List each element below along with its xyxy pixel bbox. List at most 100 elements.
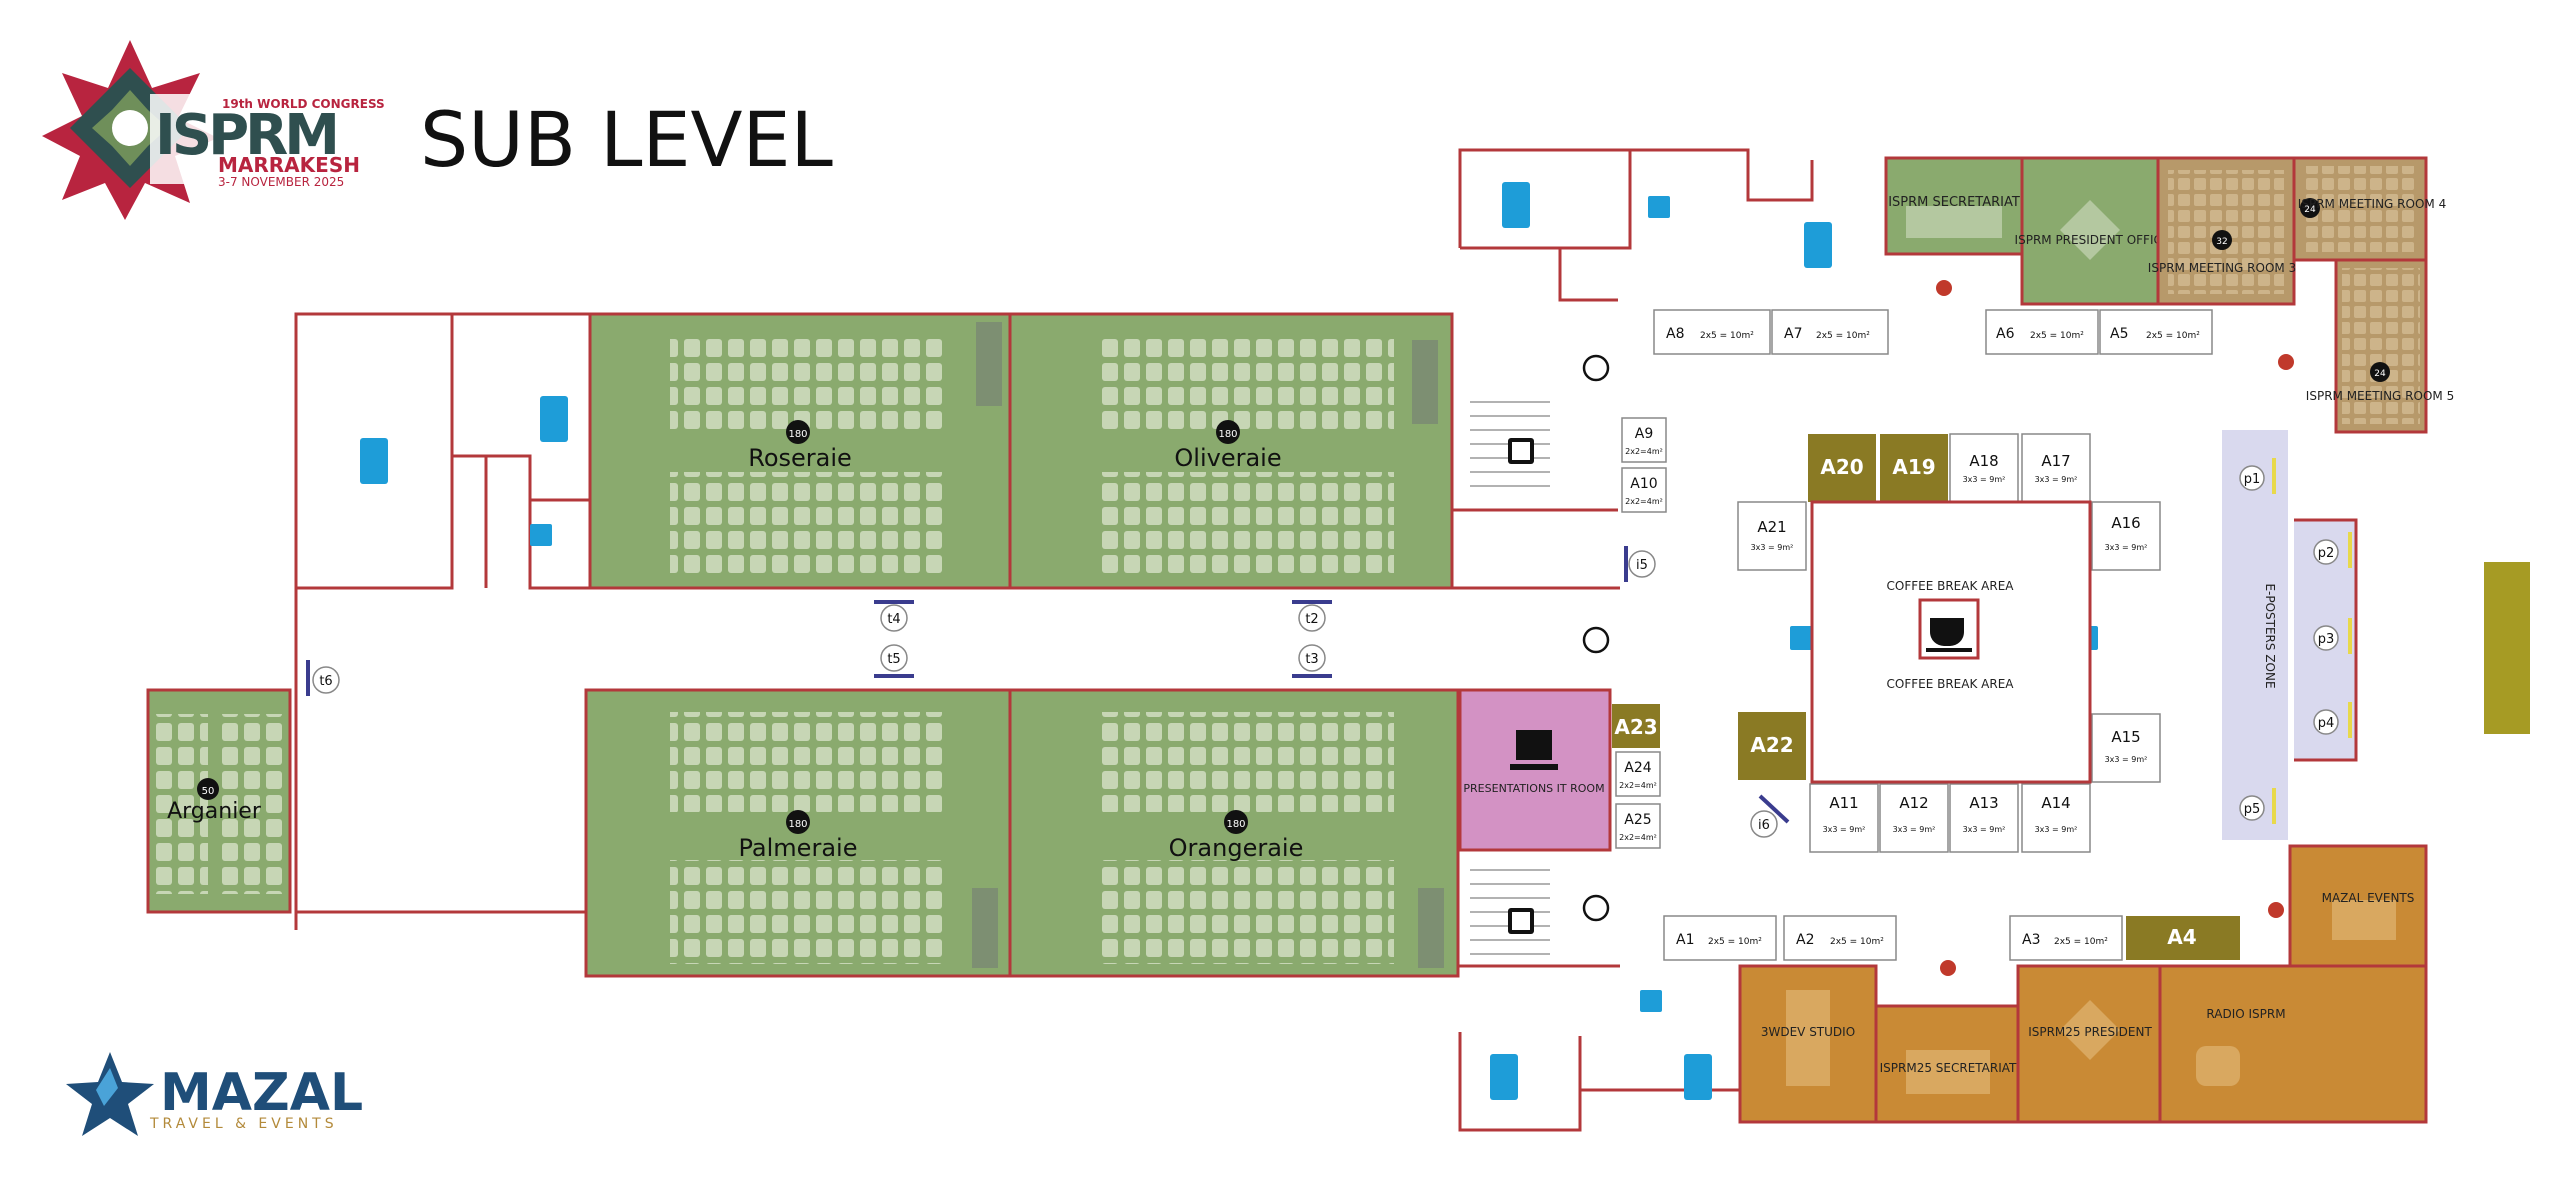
booth-a16-size: 3x3 = 9m² — [2105, 543, 2148, 552]
booth-small-boxes — [1615, 417, 1667, 849]
booth-a3-size: 2x5 = 10m² — [2054, 937, 2108, 947]
marker-p1: p1 — [2244, 472, 2261, 487]
booth-a7-id: A7 — [1784, 326, 1802, 342]
booth-a21-id: A21 — [1757, 518, 1786, 536]
booth-a14-id: A14 — [2041, 794, 2070, 812]
side-swatch — [2484, 562, 2530, 734]
booth-a1-size: 2x5 = 10m² — [1708, 937, 1762, 947]
arganier-label: Arganier — [167, 799, 262, 824]
oliveraie-capacity: 180 — [1218, 429, 1237, 440]
booth-a20-id: A20 — [1820, 455, 1863, 479]
booth-a10-size: 2x2=4m² — [1625, 497, 1663, 506]
3wdev-studio — [1738, 964, 1878, 1124]
logo-dates: 3-7 NOVEMBER 2025 — [218, 175, 344, 189]
booth-a9-size: 2x2=4m² — [1625, 447, 1663, 456]
orangeraie-capacity: 180 — [1226, 819, 1245, 830]
marker-p4: p4 — [2318, 716, 2335, 731]
restroom-icon — [360, 182, 1832, 1100]
radio-isprm-label: RADIO ISPRM — [2206, 1007, 2285, 1021]
presentations-room-label-1: PRESENTATIONS IT ROOM — [1463, 782, 1604, 795]
booth-a17-size: 3x3 = 9m² — [2035, 475, 2078, 484]
mazal-name: MAZAL — [160, 1063, 363, 1123]
booth-a18-size: 3x3 = 9m² — [1963, 475, 2006, 484]
booth-a9-id: A9 — [1635, 426, 1653, 442]
isprm-secretariat-label: ISPRM SECRETARIAT — [1888, 195, 2020, 210]
marker-t4: t4 — [887, 612, 900, 627]
meeting-room-3-capacity: 32 — [2216, 237, 2227, 247]
isprm25-secretariat — [1874, 1004, 2020, 1124]
booth-olive-boxes — [1612, 434, 2240, 960]
eposters-label: E-POSTERS ZONE — [2263, 583, 2277, 688]
roseraie-hall — [588, 312, 1012, 590]
booth-square-boxes — [1737, 433, 2161, 853]
radio-isprm — [2158, 964, 2428, 1124]
booth-a12-id: A12 — [1899, 794, 1928, 812]
coffee-area-label-top: COFFEE BREAK AREA — [1887, 579, 2015, 593]
west-wing-walls — [294, 312, 590, 930]
orangeraie-label: Orangeraie — [1169, 834, 1304, 862]
coffee-break-area — [1810, 500, 2092, 784]
marker-p3: p3 — [2318, 632, 2335, 647]
booth-a10-id: A10 — [1630, 476, 1657, 492]
booth-a8-id: A8 — [1666, 326, 1684, 342]
booth-a4-id: A4 — [2167, 925, 2196, 949]
isprm-president-label: ISPRM PRESIDENT OFFICE — [2015, 233, 2170, 247]
palmeraie-label: Palmeraie — [739, 834, 858, 862]
presentations-it-room — [1458, 688, 1612, 852]
booth-a11-id: A11 — [1829, 794, 1858, 812]
capacity-badges — [786, 420, 1248, 834]
booth-a24-size: 2x2=4m² — [1619, 781, 1657, 790]
booth-a22-id: A22 — [1750, 733, 1793, 757]
booth-a19-id: A19 — [1892, 455, 1935, 479]
booth-a2-size: 2x5 = 10m² — [1830, 937, 1884, 947]
booth-a2-id: A2 — [1796, 932, 1814, 948]
mazal-events-room — [2288, 844, 2428, 968]
booth-a17-id: A17 — [2041, 452, 2070, 470]
marker-i6: i6 — [1758, 818, 1770, 833]
meeting-room-3 — [2156, 156, 2296, 306]
t-marker-bars — [306, 546, 1628, 696]
fire-safety-icon — [1936, 280, 2294, 976]
marker-t5: t5 — [887, 652, 900, 667]
booth-a23-id: A23 — [1614, 715, 1657, 739]
booth-a15-id: A15 — [2111, 728, 2140, 746]
poster-yellow-bars — [2272, 458, 2352, 824]
booth-a18-id: A18 — [1969, 452, 1998, 470]
coffee-area-label-bottom: COFFEE BREAK AREA — [1887, 677, 2015, 691]
marker-t3: t3 — [1305, 652, 1318, 667]
meeting-room-3-label: ISPRM MEETING ROOM 3 — [2148, 261, 2296, 275]
booth-a13-id: A13 — [1969, 794, 1998, 812]
central-walls — [1452, 148, 1814, 1132]
mazal-tagline: TRAVEL & EVENTS — [149, 1116, 338, 1132]
mazal-events-label: MAZAL EVENTS — [2322, 891, 2415, 905]
booth-a24-id: A24 — [1624, 760, 1651, 776]
logo-acronym: ISPRM — [155, 103, 340, 168]
t-marker-icons — [312, 550, 1778, 838]
booth-a12-size: 3x3 = 9m² — [1893, 825, 1936, 834]
page-title: SUB LEVEL — [420, 95, 833, 184]
poster-marker-icons — [2239, 465, 2339, 821]
booth-a1-id: A1 — [1676, 932, 1694, 948]
stairs-north — [1470, 401, 1550, 487]
isprm25-president-label: ISPRM25 PRESIDENT — [2028, 1025, 2152, 1039]
meeting-room-5 — [2334, 258, 2428, 434]
booth-a21-size: 3x3 = 9m² — [1751, 543, 1794, 552]
marker-p2: p2 — [2318, 546, 2335, 561]
booth-a25-size: 2x2=4m² — [1619, 833, 1657, 842]
roseraie-capacity: 180 — [788, 429, 807, 440]
meeting-room-4-label: ISPRM MEETING ROOM 4 — [2298, 197, 2446, 211]
booth-a16-id: A16 — [2111, 514, 2140, 532]
arganier-capacity: 50 — [202, 786, 215, 797]
booth-a15-size: 3x3 = 9m² — [2105, 755, 2148, 764]
3wdev-label: 3WDEV STUDIO — [1761, 1025, 1855, 1039]
booth-a8-size: 2x5 = 10m² — [1700, 331, 1754, 341]
booth-a6-id: A6 — [1996, 326, 2015, 342]
roseraie-label: Roseraie — [748, 444, 852, 472]
isprm25-secretariat-label: ISPRM25 SECRETARIAT — [1880, 1061, 2017, 1075]
booth-a13-size: 3x3 = 9m² — [1963, 825, 2006, 834]
isprm-logo — [42, 40, 350, 220]
palmeraie-capacity: 180 — [788, 819, 807, 830]
logo-line1: 19th WORLD CONGRESS — [222, 97, 385, 111]
booth-a7-size: 2x5 = 10m² — [1816, 331, 1870, 341]
